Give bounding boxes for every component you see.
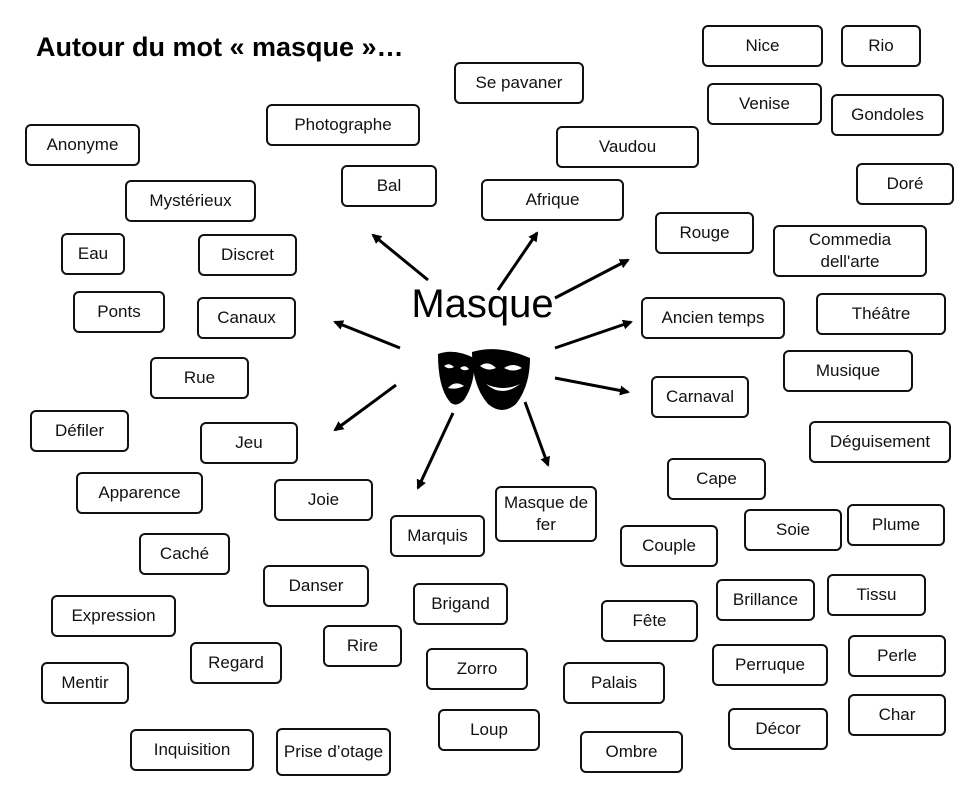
word-perle: Perle [848,635,946,677]
word-theatre: Théâtre [816,293,946,335]
center-word: Masque [411,282,554,326]
word-photographe: Photographe [266,104,420,146]
word-mysterieux: Mystérieux [125,180,256,222]
word-nice: Nice [702,25,823,67]
word-dore: Doré [856,163,954,205]
word-couple: Couple [620,525,718,567]
word-jeu: Jeu [200,422,298,464]
word-deguisement: Déguisement [809,421,951,463]
arrow-to-rouge [554,258,630,300]
arrow-to-marquis [416,412,455,490]
word-regard: Regard [190,642,282,684]
word-discret: Discret [198,234,297,276]
word-soie: Soie [744,509,842,551]
word-venise: Venise [707,83,822,125]
word-canaux: Canaux [197,297,296,339]
word-brillance: Brillance [716,579,815,621]
word-decor: Décor [728,708,828,750]
arrow-to-bal [371,233,429,282]
arrow-to-carnaval [554,376,630,396]
word-inquisition: Inquisition [130,729,254,771]
word-prise-dotage: Prise d’otage [276,728,391,776]
word-mentir: Mentir [41,662,129,704]
word-musique: Musique [783,350,913,392]
word-gondoles: Gondoles [831,94,944,136]
word-carnaval: Carnaval [651,376,749,418]
word-anonyme: Anonyme [25,124,140,166]
word-plume: Plume [847,504,945,546]
word-ancien-temps: Ancien temps [641,297,785,339]
word-se-pavaner: Se pavaner [454,62,584,104]
word-commedia-dell-arte: Commedia dell'arte [773,225,927,277]
word-palais: Palais [563,662,665,704]
word-expression: Expression [51,595,176,637]
word-defiler: Défiler [30,410,129,452]
page-title: Autour du mot « masque »… [36,32,404,62]
word-marquis: Marquis [390,515,485,557]
word-joie: Joie [274,479,373,521]
word-bal: Bal [341,165,437,207]
word-rouge: Rouge [655,212,754,254]
word-tissu: Tissu [827,574,926,616]
arrow-to-jeu [333,383,397,432]
word-afrique: Afrique [481,179,624,221]
word-cache: Caché [139,533,230,575]
word-loup: Loup [438,709,540,751]
word-eau: Eau [61,233,125,275]
word-fete: Fête [601,600,698,642]
theater-masks-icon [438,349,530,410]
arrow-to-canaux [333,320,401,350]
word-ombre: Ombre [580,731,683,773]
arrow-to-masque-de-fer [523,401,550,467]
word-cape: Cape [667,458,766,500]
word-rue: Rue [150,357,249,399]
word-char: Char [848,694,946,736]
word-ponts: Ponts [73,291,165,333]
word-brigand: Brigand [413,583,508,625]
word-vaudou: Vaudou [556,126,699,168]
word-danser: Danser [263,565,369,607]
word-masque-de-fer: Masque de fer [495,486,597,542]
word-rire: Rire [323,625,402,667]
arrow-to-ancien-temps [554,319,633,350]
arrow-to-afrique [496,231,539,291]
word-apparence: Apparence [76,472,203,514]
word-rio: Rio [841,25,921,67]
word-zorro: Zorro [426,648,528,690]
word-perruque: Perruque [712,644,828,686]
